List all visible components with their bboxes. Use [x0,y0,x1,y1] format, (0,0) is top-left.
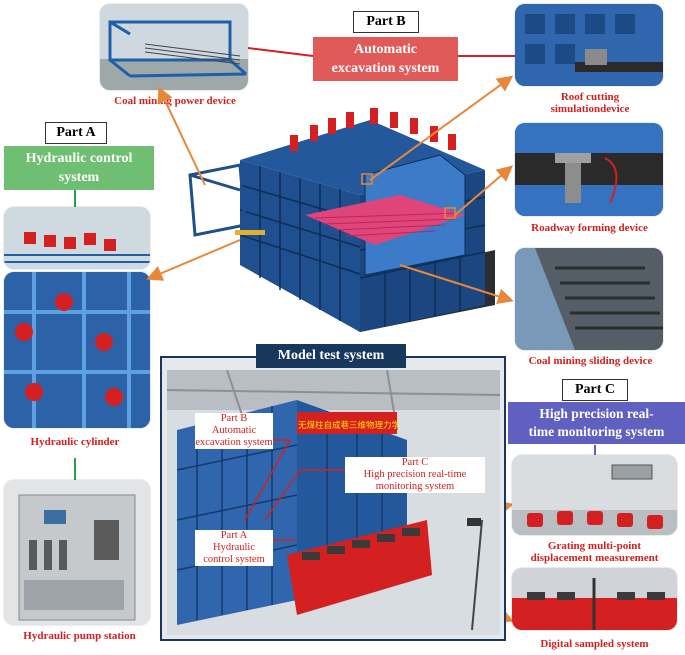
caption-grating: Grating multi-point displacement measure… [508,540,681,564]
model-test-title: Model test system [256,344,406,368]
part-c-tag: Part C [562,379,628,401]
part-c-title-line1: High precision real- [539,406,654,421]
model-3d-illustration [188,108,495,332]
inset-part-a-line2: Hydraulic [213,542,255,553]
hydraulic-pump-illustration [4,480,150,625]
coal-mining-sliding-photo [515,248,663,350]
hydraulic-cylinder-photo [4,272,150,428]
inset-part-a-line1: Part A [220,530,248,541]
inset-part-a-line3: control system [203,554,265,565]
grating-photo [512,455,677,535]
part-a-title-line1: Hydraulic control [25,151,133,166]
inset-part-b-line1: Part B [220,413,248,424]
inset-label-part-b: Part B Automatic excavation system [195,413,273,449]
hydraulic-cylinder-top-illustration [4,207,150,269]
caption-coal-mining-sliding: Coal mining sliding device [528,355,653,367]
part-b-title-box: Automatic excavation system [313,37,458,81]
inset-label-part-c: Part C High precision real-time monitori… [345,457,485,493]
caption-roof-cutting-line2: simulationdevice [550,103,630,115]
caption-hydraulic-cylinder: Hydraulic cylinder [30,436,120,448]
caption-grating-line2: displacement measurement [530,552,659,564]
part-a-title-line2: system [58,170,100,185]
inset-part-b-line2: Automatic [211,425,257,436]
part-b-title-line1: Automatic [354,42,417,57]
inset-part-c-line2: High precision real-time [363,469,467,480]
inset-part-c-line1: Part C [401,457,429,468]
coal-mining-power-illustration [100,4,248,90]
part-c-title-box: High precision real- time monitoring sys… [508,402,685,444]
coal-mining-sliding-illustration [515,248,663,350]
part-b-tag: Part B [353,11,419,33]
digital-sampled-photo [512,568,677,630]
inset-part-b-line3: excavation system [195,437,273,448]
grating-illustration [512,455,677,535]
hydraulic-pump-photo [4,480,150,625]
hydraulic-cylinder-illustration [4,272,150,428]
caption-roadway-forming: Roadway forming device [531,222,648,234]
part-a-tag: Part A [45,122,107,144]
part-b-title-line2: excavation system [331,61,440,76]
roof-cutting-illustration [515,4,663,86]
caption-hydraulic-pump: Hydraulic pump station [23,630,136,642]
caption-coal-mining-power: Coal mining power device [114,95,236,107]
part-a-title-box: Hydraulic control system [4,146,154,190]
roadway-forming-illustration [515,123,663,216]
caption-roof-cutting-line1: Roof cutting [560,91,620,103]
caption-grating-line1: Grating multi-point [547,540,642,552]
roadway-forming-photo [515,123,663,216]
caption-roof-cutting: Roof cutting simulationdevice [515,91,665,115]
inset-label-part-a: Part A Hydraulic control system [195,530,273,566]
part-c-title-line2: time monitoring system [528,424,665,439]
hydraulic-cylinder-top-photo [4,207,150,269]
roof-cutting-photo [515,4,663,86]
caption-digital-sampled: Digital sampled system [540,638,649,650]
model-banner-text: 无煤柱自成巷三维物理力学模型试验 [298,421,398,431]
inset-part-c-line3: monitoring system [375,481,455,492]
digital-sampled-illustration [512,568,677,630]
coal-mining-power-photo [100,4,248,90]
